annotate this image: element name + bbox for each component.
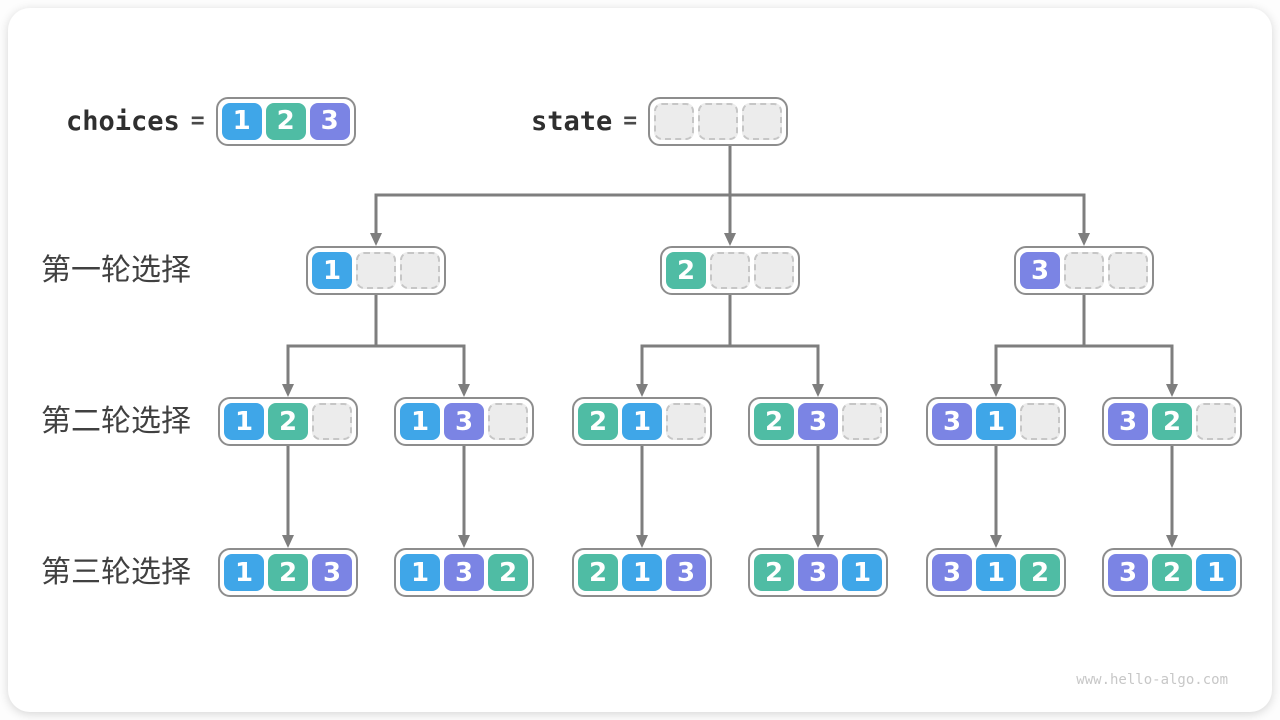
state-array-r1-1: 1 (306, 246, 446, 295)
empty-cell (698, 102, 739, 140)
empty-cell (842, 403, 882, 440)
value-cell: 2 (265, 102, 306, 140)
value-cell: 2 (268, 554, 308, 591)
value-cell: 1 (622, 554, 662, 591)
empty-cell (356, 252, 396, 289)
value-cell: 2 (754, 554, 794, 591)
value-cell: 3 (1108, 403, 1148, 440)
value-cell: 2 (754, 403, 794, 440)
empty-cell (654, 102, 695, 140)
value-cell: 2 (578, 554, 618, 591)
value-cell: 1 (224, 403, 264, 440)
empty-cell (754, 252, 794, 289)
round-3-label: 第三轮选择 (41, 556, 191, 589)
round-2-label: 第二轮选择 (41, 405, 191, 438)
value-cell: 2 (1152, 403, 1192, 440)
value-cell: 1 (312, 252, 352, 289)
value-cell: 3 (932, 403, 972, 440)
empty-cell (742, 102, 783, 140)
tree-node-r1-3: 3 (1014, 246, 1154, 295)
value-cell: 3 (1108, 554, 1148, 591)
value-cell: 2 (578, 403, 618, 440)
tree-node-r1-2: 2 (660, 246, 800, 295)
equals-sign: = (623, 108, 638, 134)
round-1-label: 第一轮选择 (41, 254, 191, 287)
empty-cell (1064, 252, 1104, 289)
state-group: state = (531, 96, 789, 146)
empty-cell (488, 403, 528, 440)
empty-cell (710, 252, 750, 289)
value-cell: 1 (400, 554, 440, 591)
value-cell: 1 (842, 554, 882, 591)
value-cell: 3 (1020, 252, 1060, 289)
value-cell: 3 (309, 102, 350, 140)
empty-cell (666, 403, 706, 440)
value-cell: 1 (224, 554, 264, 591)
equals-sign: = (190, 108, 205, 134)
value-cell: 3 (932, 554, 972, 591)
value-cell: 3 (798, 403, 838, 440)
value-cell: 3 (798, 554, 838, 591)
value-cell: 1 (1196, 554, 1236, 591)
empty-cell (1108, 252, 1148, 289)
value-cell: 3 (444, 554, 484, 591)
value-cell: 2 (1020, 554, 1060, 591)
value-cell: 3 (444, 403, 484, 440)
value-cell: 3 (666, 554, 706, 591)
choices-label: choices (66, 105, 180, 137)
value-cell: 1 (221, 102, 262, 140)
state-array-slot (648, 96, 789, 146)
empty-cell (400, 252, 440, 289)
value-cell: 2 (1152, 554, 1192, 591)
watermark: www.hello-algo.com (1076, 672, 1228, 688)
state-label: state (531, 105, 613, 137)
value-cell: 3 (312, 554, 352, 591)
empty-cell (1196, 403, 1236, 440)
empty-cell (312, 403, 352, 440)
value-cell: 1 (400, 403, 440, 440)
state-array (648, 96, 789, 146)
value-cell: 2 (666, 252, 706, 289)
value-cell: 1 (976, 554, 1016, 591)
value-cell: 1 (622, 403, 662, 440)
value-cell: 1 (976, 403, 1016, 440)
tree-node-r1-1: 1 (306, 246, 446, 295)
value-cell: 2 (268, 403, 308, 440)
empty-cell (1020, 403, 1060, 440)
state-array-r1-3: 3 (1014, 246, 1154, 295)
state-array-r1-2: 2 (660, 246, 800, 295)
value-cell: 2 (488, 554, 528, 591)
